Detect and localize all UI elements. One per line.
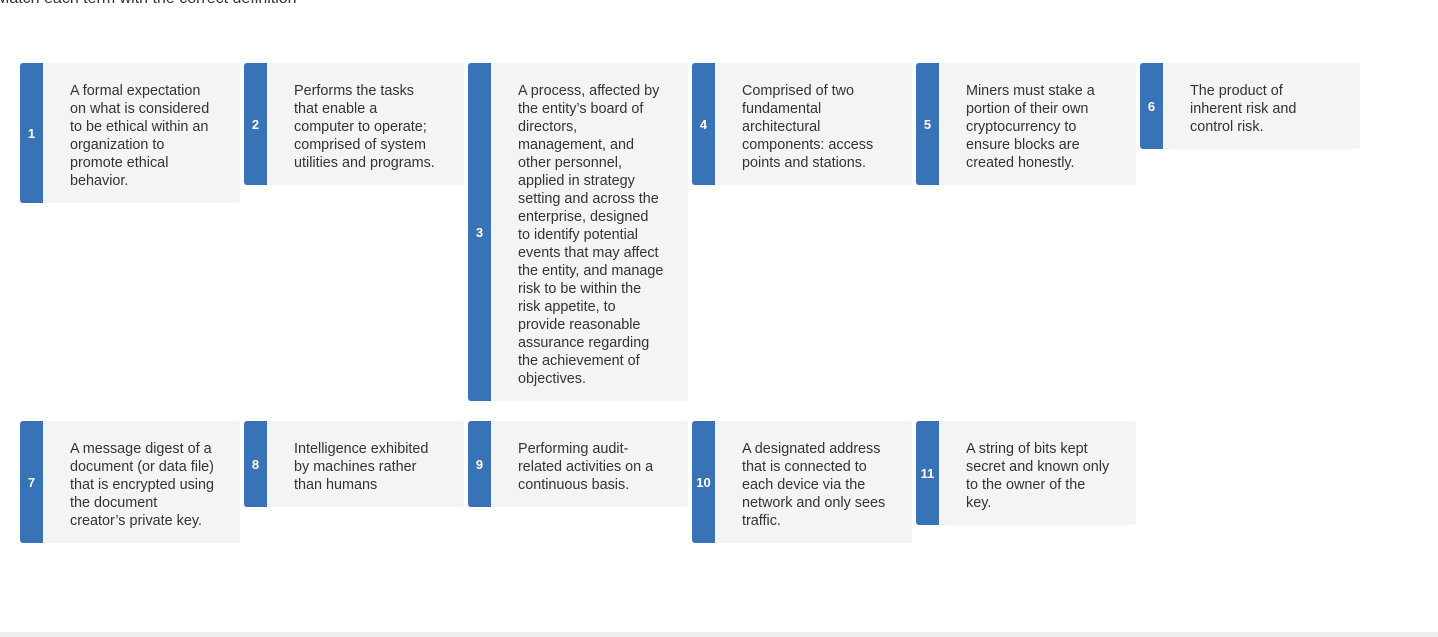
- definition-card[interactable]: 4 Comprised of two fundamental architectu…: [692, 63, 912, 185]
- definition-text: Miners must stake a portion of their own…: [966, 83, 1095, 171]
- definition-card[interactable]: 2 Performs the tasks that enable a comput…: [244, 63, 464, 185]
- definition-card[interactable]: 1 A formal expectation on what is conside…: [20, 63, 240, 203]
- definition-text: Performing audit-related activities on a…: [518, 441, 654, 493]
- definition-text: A formal expectation on what is consider…: [70, 83, 210, 189]
- definition-number[interactable]: 6: [1140, 63, 1163, 149]
- definition-card[interactable]: 8 Intelligence exhibited by machines rath…: [244, 421, 464, 507]
- instructions: Match each term with the correct definit…: [0, 0, 297, 8]
- definition-grid: 1 A formal expectation on what is conside…: [20, 63, 1366, 543]
- definition-text: A process, affected by the entity’s boar…: [518, 83, 664, 387]
- definition-number[interactable]: 4: [692, 63, 715, 185]
- definition-text: A designated address that is connected t…: [742, 441, 886, 529]
- definition-text: Comprised of two fundamental architectur…: [742, 83, 874, 171]
- definition-text: A message digest of a document (or data …: [70, 441, 214, 529]
- definition-number[interactable]: 9: [468, 421, 491, 507]
- definition-number[interactable]: 2: [244, 63, 267, 185]
- definition-number[interactable]: 11: [916, 421, 939, 525]
- definition-card[interactable]: 11 A string of bits kept secret and known…: [916, 421, 1136, 525]
- definition-number[interactable]: 5: [916, 63, 939, 185]
- definition-number[interactable]: 1: [20, 63, 43, 203]
- definition-text: A string of bits kept secret and known o…: [966, 441, 1110, 511]
- definition-number[interactable]: 8: [244, 421, 267, 507]
- definition-number[interactable]: 10: [692, 421, 715, 543]
- definition-number[interactable]: 3: [468, 63, 491, 401]
- definition-card[interactable]: 10 A designated address that is connected…: [692, 421, 912, 543]
- definition-card[interactable]: 7 A message digest of a document (or data…: [20, 421, 240, 543]
- definition-number[interactable]: 7: [20, 421, 43, 543]
- definition-card[interactable]: 6 The product of inherent risk and contro…: [1140, 63, 1360, 149]
- definition-text: Intelligence exhibited by machines rathe…: [294, 441, 429, 493]
- bottom-bar: [0, 632, 1438, 637]
- definition-card[interactable]: 5 Miners must stake a portion of their ow…: [916, 63, 1136, 185]
- definition-text: The product of inherent risk and control…: [1190, 83, 1297, 135]
- definition-card[interactable]: 9 Performing audit-related activities on …: [468, 421, 688, 507]
- definition-text: Performs the tasks that enable a compute…: [294, 83, 435, 171]
